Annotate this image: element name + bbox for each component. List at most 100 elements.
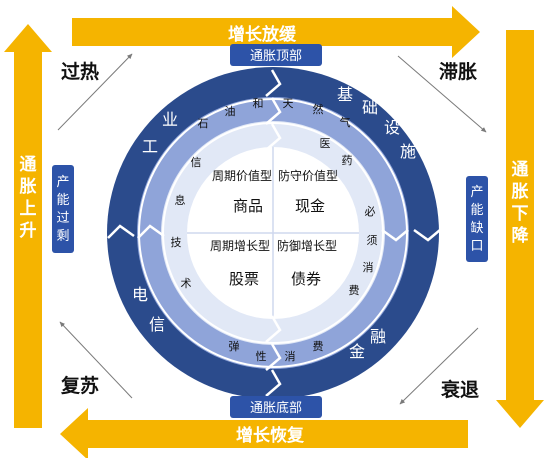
svg-text:设: 设 — [384, 118, 400, 137]
i_st-char: 必 — [365, 205, 376, 218]
br-char: 产 — [470, 185, 483, 200]
svg-text:工: 工 — [142, 137, 158, 156]
chevron-top-mid-icon — [265, 97, 282, 125]
quadrant-tr-asset: 现金 — [295, 197, 325, 215]
o_ind-char: 业 — [162, 110, 178, 129]
box-inflation-top-bg — [230, 44, 322, 66]
phase-stagflation: 滞胀 — [439, 61, 477, 83]
box-capacity-gap-label: 产能缺口 — [470, 185, 483, 254]
svg-text:术: 术 — [181, 277, 192, 290]
quadrant-tl-asset: 商品 — [233, 197, 263, 215]
bottom-arrow-shape — [60, 408, 468, 458]
svg-text:费: 费 — [349, 284, 360, 297]
i_st-char: 费 — [349, 284, 360, 297]
quadrant-tl-type: 周期价值型 — [212, 168, 272, 183]
chevron-left-outer-icon — [107, 224, 135, 239]
chevron-bottom-outer-icon — [265, 369, 282, 397]
svg-text:金: 金 — [349, 342, 365, 361]
box-inflation-top: 通胀顶部 — [230, 44, 322, 66]
svg-text:须: 须 — [367, 234, 378, 247]
box-overcapacity: 产能过剩 — [52, 165, 74, 253]
o_fin-char: 金 — [349, 342, 365, 361]
phase-recession: 衰退 — [440, 378, 479, 401]
lv-char: 上 — [20, 199, 37, 219]
middle-ring-labels: 石 油 和 天 然 气 医 药 弹 性 消 费 — [198, 97, 353, 363]
svg-text:信: 信 — [191, 156, 202, 169]
o_tel-char: 信 — [149, 315, 165, 334]
o_inf-char: 础 — [362, 98, 378, 117]
top-arrow: 增长放缓 — [72, 6, 480, 58]
m_med-char: 药 — [342, 154, 353, 167]
right-arrow-label: 通胀下降 — [512, 160, 530, 246]
chevron-bottom-inner-icon — [265, 315, 282, 343]
m_oil-char: 和 — [253, 97, 264, 110]
o_inf-char: 施 — [400, 142, 416, 161]
bl-char: 过 — [56, 211, 69, 226]
svg-text:息: 息 — [175, 193, 186, 207]
lv-char: 胀 — [20, 177, 37, 197]
chevron-bottom-mid-icon — [265, 343, 282, 371]
svg-text:融: 融 — [370, 327, 386, 346]
quadrant-br-asset: 债券 — [291, 270, 321, 288]
rv-char: 通 — [512, 160, 529, 180]
outer-ring-labels: 工 业 基 础 设 施 电 信 金 融 — [132, 85, 416, 361]
left-arrow-label: 通胀上升 — [20, 155, 37, 241]
o_tel-char: 电 — [132, 285, 148, 304]
o_inf-char: 基 — [337, 85, 353, 104]
svg-text:医: 医 — [320, 137, 331, 150]
i_it-char: 息 — [175, 193, 186, 207]
overheat-to-top-arrow — [57, 53, 133, 131]
bl-char: 能 — [56, 193, 69, 208]
bl-char: 产 — [56, 175, 69, 190]
svg-text:天: 天 — [283, 97, 294, 110]
svg-text:费: 费 — [313, 340, 324, 353]
right-arrow: 通胀下降 — [496, 30, 544, 428]
box-inflation-top-label: 通胀顶部 — [250, 49, 302, 64]
m_con-char: 性 — [256, 349, 267, 363]
svg-text:技: 技 — [171, 236, 182, 249]
svg-text:然: 然 — [313, 102, 324, 116]
svg-text:弹: 弹 — [229, 339, 240, 353]
chevron-top-outer-icon — [265, 69, 282, 97]
box-inflation-bottom-bg — [230, 396, 322, 418]
lv-char: 通 — [20, 155, 37, 175]
svg-text:药: 药 — [342, 154, 353, 167]
svg-text:消: 消 — [285, 349, 296, 363]
m_oil-char: 石 — [198, 117, 209, 130]
svg-text:性: 性 — [256, 349, 267, 363]
svg-text:石: 石 — [198, 117, 209, 130]
chevron-right-mid-icon — [381, 228, 409, 242]
bottom-arrow-label: 增长恢复 — [236, 425, 305, 446]
cycle-wheel: 工 业 基 础 设 施 电 信 金 融 石 油 和 天 然 气 医 药 弹 性 … — [107, 67, 441, 399]
o_inf-char: 设 — [384, 118, 400, 137]
br-char: 缺 — [470, 221, 483, 236]
top-arrow-shape — [72, 6, 480, 58]
rv-char: 胀 — [512, 182, 529, 202]
svg-text:基: 基 — [337, 85, 353, 104]
m_oil-char: 天 — [283, 97, 294, 110]
box-capacity-gap: 产能缺口 — [466, 176, 488, 262]
left-arrow: 通胀上升 — [4, 24, 52, 428]
chevron-top-inner-icon — [265, 123, 282, 151]
svg-text:必: 必 — [365, 205, 376, 218]
chevron-icons — [107, 69, 441, 397]
m_oil-char: 气 — [340, 115, 351, 129]
top-arrow-label: 增长放缓 — [228, 24, 297, 45]
rv-char: 下 — [512, 204, 529, 224]
m_con-char: 消 — [285, 349, 296, 363]
svg-text:施: 施 — [400, 142, 416, 161]
i_st-char: 消 — [363, 260, 374, 274]
m_oil-char: 然 — [313, 102, 324, 116]
box-capacity-gap-bg — [466, 176, 488, 262]
svg-text:业: 业 — [162, 110, 178, 129]
bl-char: 剩 — [56, 229, 69, 244]
br-char: 口 — [470, 239, 483, 254]
bottom-arrow: 增长恢复 — [60, 408, 468, 458]
m_oil-char: 油 — [225, 104, 236, 118]
i_st-char: 须 — [367, 234, 378, 247]
chevron-left-mid-icon — [137, 224, 165, 239]
recession-to-bottom-arrow — [399, 327, 479, 405]
m_con-char: 弹 — [229, 339, 240, 353]
left-arrow-shape — [4, 24, 52, 428]
